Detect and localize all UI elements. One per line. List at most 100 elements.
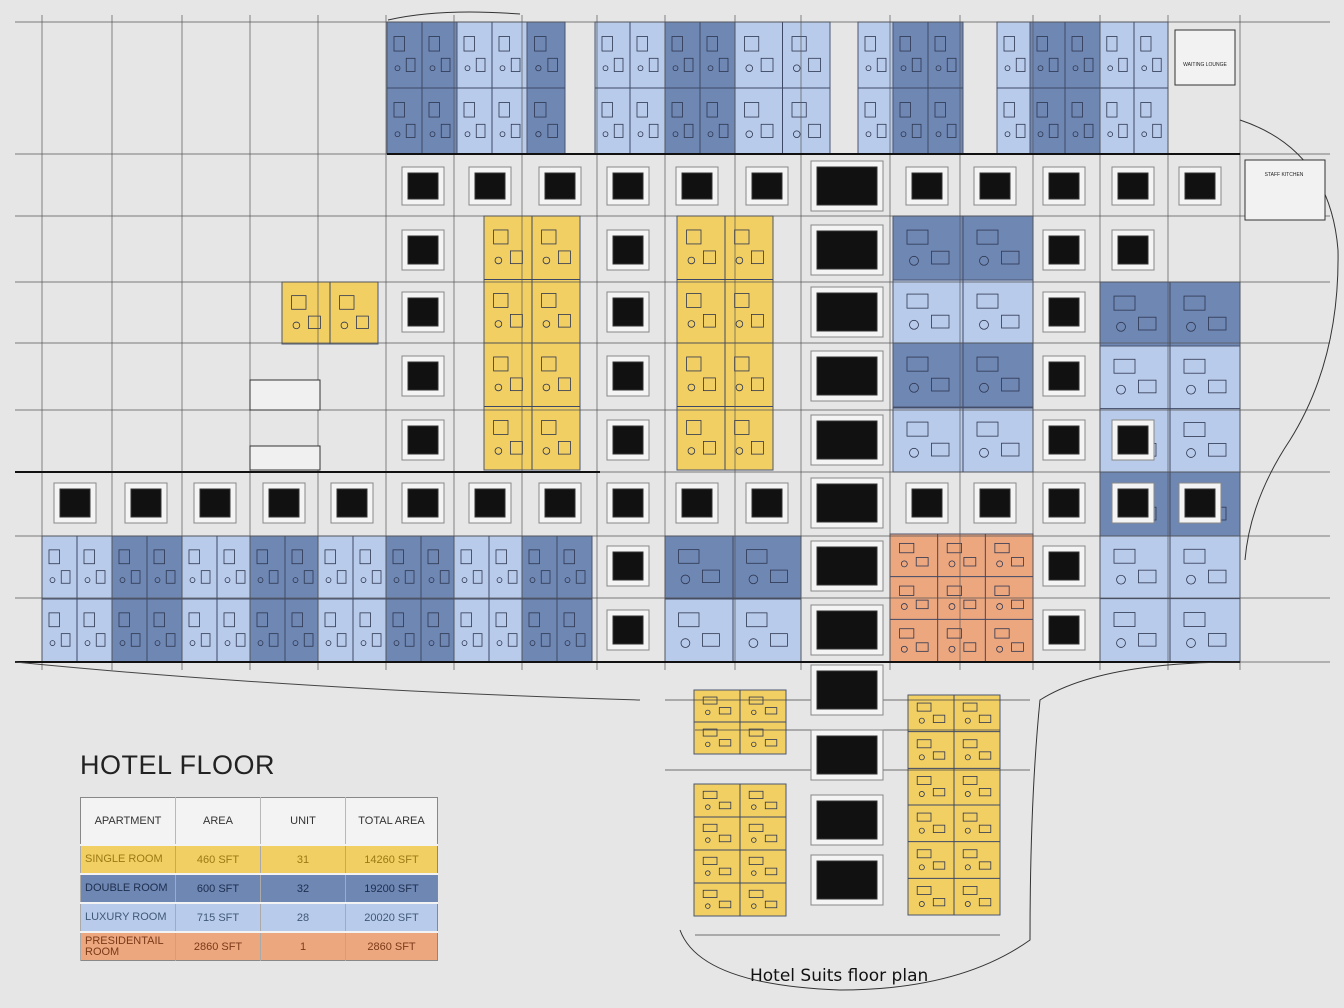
fixture-outline: [1037, 65, 1044, 72]
furniture-outline: [1138, 379, 1157, 394]
bed-outline: [324, 549, 336, 565]
furniture-outline: [507, 570, 518, 584]
furniture-outline: [931, 442, 950, 457]
fixture-outline: [360, 640, 367, 646]
bed-outline: [899, 542, 915, 554]
furniture-outline: [1083, 123, 1094, 138]
fixture-outline: [1116, 638, 1126, 648]
bed-outline: [118, 549, 130, 565]
fixture-outline: [1186, 321, 1196, 332]
bed-outline: [916, 886, 932, 895]
column: [816, 166, 878, 206]
legend-row-double: DOUBLE ROOM 600 SFT 32 19200 SFT: [80, 873, 438, 903]
furniture-outline: [911, 57, 922, 72]
furniture-outline: [946, 57, 957, 72]
fixture-outline: [751, 804, 757, 810]
bed-outline: [1183, 422, 1206, 437]
furniture-outline: [558, 441, 571, 455]
fixture-outline: [948, 560, 956, 568]
furniture-outline: [683, 123, 694, 138]
fixture-outline: [292, 640, 299, 646]
furniture-outline: [751, 314, 764, 328]
site-boundary-curve: [679, 661, 1241, 991]
fixture-outline: [1186, 384, 1196, 395]
bed-outline: [864, 36, 876, 52]
column: [1184, 172, 1216, 200]
furniture-outline: [915, 557, 929, 567]
furniture-outline: [764, 867, 778, 876]
bed-outline: [899, 102, 911, 118]
furniture-outline: [702, 569, 720, 583]
fixture-outline: [429, 65, 436, 72]
page-title: HOTEL FLOOR: [80, 750, 276, 780]
fixture-outline: [1141, 65, 1147, 71]
furniture-outline: [509, 314, 523, 328]
fixture-outline: [948, 603, 956, 610]
fixture-outline: [602, 65, 609, 72]
fixture-outline: [1186, 448, 1196, 458]
furniture-outline: [718, 123, 729, 138]
column: [1048, 488, 1080, 518]
bed-outline: [1071, 36, 1083, 52]
column: [751, 172, 783, 200]
column: [474, 172, 506, 200]
column: [816, 860, 878, 900]
fixture-outline: [464, 65, 471, 72]
furniture-outline: [547, 57, 558, 72]
furniture-outline: [764, 739, 778, 747]
bed-outline: [428, 102, 440, 118]
legend-unit: 28: [260, 902, 346, 932]
bed-outline: [734, 229, 750, 245]
staff-kitchen-room: [1244, 159, 1326, 221]
fixture-outline: [745, 130, 753, 138]
bed-outline: [83, 549, 95, 565]
fixture-outline: [542, 256, 551, 265]
fixture-outline: [964, 901, 971, 907]
column: [1048, 235, 1080, 265]
column: [612, 297, 644, 327]
fixture-outline: [909, 382, 919, 393]
fixture-outline: [979, 382, 989, 393]
bed-outline: [1140, 102, 1152, 118]
bed-outline: [746, 549, 768, 564]
bed-outline: [153, 549, 165, 565]
fixture-outline: [865, 131, 872, 138]
site-boundary-curve: [387, 11, 521, 21]
bed-outline: [359, 612, 371, 628]
furniture-outline: [703, 250, 716, 265]
bed-outline: [188, 549, 200, 565]
furniture-outline: [1118, 123, 1128, 138]
room-blocks: [41, 21, 1241, 917]
column: [1048, 615, 1080, 645]
column: [1048, 361, 1080, 391]
bed-outline: [1113, 358, 1136, 374]
bed-outline: [916, 739, 932, 749]
bed-outline: [528, 549, 540, 565]
fixture-outline: [464, 131, 471, 138]
fixture-outline: [224, 640, 231, 646]
fixture-outline: [918, 864, 925, 871]
furniture-outline: [648, 123, 659, 138]
bed-outline: [392, 549, 404, 565]
legend-total: 14260 SFT: [345, 844, 438, 874]
fixture-outline: [735, 447, 744, 455]
bed-outline: [946, 628, 962, 639]
column: [407, 361, 439, 391]
column: [612, 172, 644, 200]
legend-unit: 31: [260, 844, 346, 874]
bed-outline: [906, 293, 929, 309]
fixture-outline: [49, 577, 56, 583]
bed-outline: [48, 612, 60, 628]
fixture-outline: [751, 741, 757, 748]
column: [681, 488, 713, 518]
furniture-outline: [1208, 316, 1227, 331]
furniture-outline: [1011, 599, 1024, 610]
fixture-outline: [687, 320, 696, 328]
furniture-outline: [439, 570, 450, 584]
fixture-outline: [257, 640, 264, 646]
fixture-outline: [499, 65, 506, 72]
fixture-outline: [542, 447, 551, 455]
furniture-outline: [751, 441, 764, 455]
furniture-outline: [1138, 633, 1157, 647]
column: [407, 172, 439, 200]
